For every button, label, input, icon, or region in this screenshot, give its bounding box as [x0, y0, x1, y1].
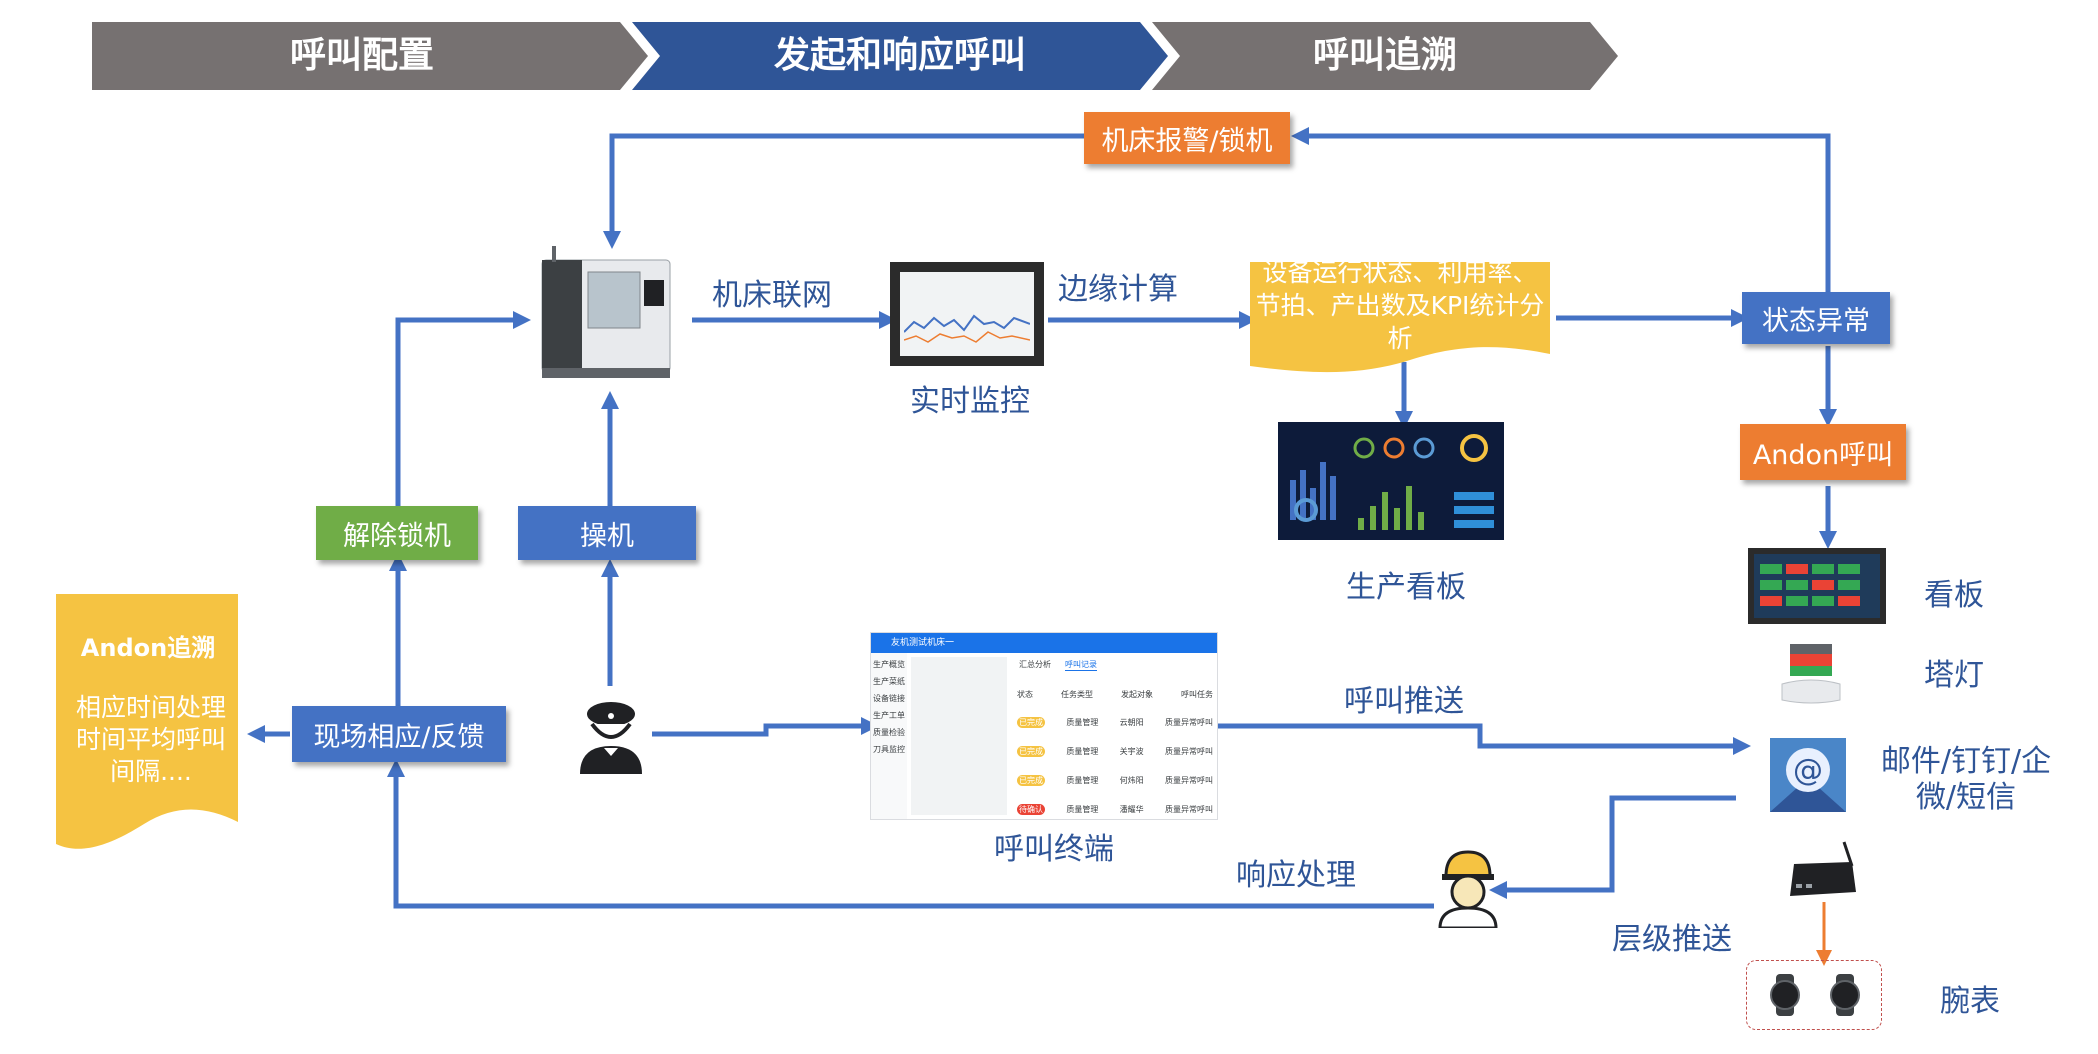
col-initiator: 发起对象 [1121, 690, 1153, 699]
analysis-note-shape [1250, 262, 1550, 373]
cell: 质量异常呼叫 [1164, 776, 1213, 785]
production-board-label: 生产看板 [1346, 570, 1466, 605]
tab-call-records[interactable]: 呼叫记录 [1065, 660, 1097, 671]
arrow-call-push [1216, 723, 1751, 755]
gateway-device-icon [1790, 841, 1856, 896]
nav-item[interactable]: 设备链接 [873, 694, 905, 703]
cell: 质量管理 [1066, 718, 1099, 727]
mail-icon: @ [1770, 738, 1846, 812]
terminal-cards [911, 657, 1007, 815]
chevron-call-config [92, 22, 648, 90]
status-abnormal-box: 状态异常 [1742, 292, 1890, 344]
status-badge: 待确认 [1017, 804, 1045, 815]
cell: 质量管理 [1066, 747, 1099, 756]
step-initiate-respond: 发起和响应呼叫 [773, 35, 1026, 76]
watch-icon-2 [1830, 974, 1860, 1016]
mail-label: 邮件/钉钉/企微/短信 [1880, 744, 2052, 815]
cell: 质量异常呼叫 [1164, 747, 1213, 756]
call-terminal-ui: 友机测试机床一 生产概览 生产菜纸 设备链接 生产工单 质量检验 刀具监控 汇总… [870, 632, 1218, 820]
production-board-image [1278, 422, 1504, 540]
watch-group-frame [1746, 960, 1882, 1030]
tower-light-icon [1781, 644, 1841, 704]
alarm-lock-box: 机床报警/锁机 [1084, 112, 1290, 164]
terminal-nav: 生产概览 生产菜纸 设备链接 生产工单 质量检验 刀具监控 [871, 653, 907, 819]
tab-summary[interactable]: 汇总分析 [1019, 660, 1051, 669]
nav-item[interactable]: 刀具监控 [873, 745, 905, 754]
nav-item[interactable]: 生产概览 [873, 660, 905, 669]
cell: 何炜阳 [1119, 776, 1144, 785]
table-row[interactable]: 已完成 质量管理 何炜阳 质量异常呼叫 [1017, 766, 1213, 795]
networking-label: 机床联网 [712, 278, 832, 313]
responder-icon [1438, 850, 1498, 928]
call-push-label: 呼叫推送 [1344, 684, 1464, 719]
nav-item[interactable]: 生产工单 [873, 711, 905, 720]
col-task: 呼叫任务 [1181, 690, 1213, 699]
status-badge: 已完成 [1017, 717, 1045, 728]
nav-item[interactable]: 质量检验 [873, 728, 905, 737]
realtime-monitor-image [890, 262, 1044, 366]
level-push-label: 层级推送 [1612, 922, 1732, 957]
chevron-initiate-respond [632, 22, 1168, 90]
terminal-tabs: 汇总分析 呼叫记录 [1019, 659, 1097, 671]
process-chevrons [92, 22, 1618, 90]
chevron-call-trace [1152, 22, 1618, 90]
operate-box: 操机 [518, 506, 696, 560]
andon-trace-shape [56, 594, 238, 849]
cnc-machine-image [541, 246, 671, 378]
cell: 质量异常呼叫 [1164, 718, 1213, 727]
col-status: 状态 [1017, 690, 1033, 699]
status-badge: 已完成 [1017, 746, 1045, 757]
cell: 潘耀华 [1119, 805, 1144, 814]
response-label: 响应处理 [1236, 858, 1356, 893]
svg-text:@: @ [1793, 753, 1823, 788]
andon-trace-body: 相应时间处理时间平均呼叫间隔.... [76, 693, 227, 786]
kanban-image [1748, 548, 1886, 624]
arrow-alarm-to-machine [603, 133, 1088, 249]
cell: 关宇波 [1119, 747, 1144, 756]
status-badge: 已完成 [1017, 775, 1045, 786]
feedback-box: 现场相应/反馈 [292, 706, 506, 762]
unlock-box: 解除锁机 [316, 506, 478, 560]
watch-icon-1 [1770, 974, 1800, 1016]
tower-light-label: 塔灯 [1924, 658, 1984, 693]
table-row[interactable]: 已完成 质量管理 关宇波 质量异常呼叫 [1017, 737, 1213, 766]
operator-icon [580, 702, 642, 774]
arrow-operator-to-terminal [652, 717, 879, 737]
terminal-table: 状态 任务类型 发起对象 呼叫任务 已完成 质量管理 云朝阳 质量异常呼叫 已完… [1017, 689, 1213, 824]
table-row[interactable]: 待确认 质量管理 潘耀华 质量异常呼叫 [1017, 795, 1213, 824]
call-terminal-label: 呼叫终端 [994, 832, 1114, 867]
andon-call-box: Andon呼叫 [1740, 424, 1906, 480]
edge-computing-label: 边缘计算 [1058, 272, 1178, 307]
watch-label: 腕表 [1940, 984, 2000, 1019]
table-row[interactable]: 已完成 质量管理 云朝阳 质量异常呼叫 [1017, 708, 1213, 737]
step-call-config: 呼叫配置 [289, 35, 434, 76]
arrow-status-to-alarm [1291, 127, 1831, 292]
cell: 质量管理 [1066, 805, 1099, 814]
cell: 质量异常呼叫 [1164, 805, 1213, 814]
arrow-unlock-to-machine [395, 311, 531, 506]
andon-trace-title: Andon追溯 [80, 634, 216, 662]
cell: 质量管理 [1066, 776, 1099, 785]
terminal-header: 友机测试机床一 [871, 633, 1217, 653]
realtime-monitor-label: 实时监控 [910, 384, 1030, 419]
cell: 云朝阳 [1119, 718, 1144, 727]
col-type: 任务类型 [1061, 690, 1093, 699]
step-call-trace: 呼叫追溯 [1312, 35, 1457, 76]
arrow-response-to-feedback [387, 759, 1434, 909]
kanban-label: 看板 [1924, 578, 1984, 613]
table-header: 状态 任务类型 发起对象 呼叫任务 [1017, 689, 1213, 708]
arrow-level-push [1489, 795, 1736, 899]
analysis-note: 设备运行状态、利用率、节拍、产出数及KPI统计分析 [1255, 258, 1545, 353]
nav-item[interactable]: 生产菜纸 [873, 677, 905, 686]
